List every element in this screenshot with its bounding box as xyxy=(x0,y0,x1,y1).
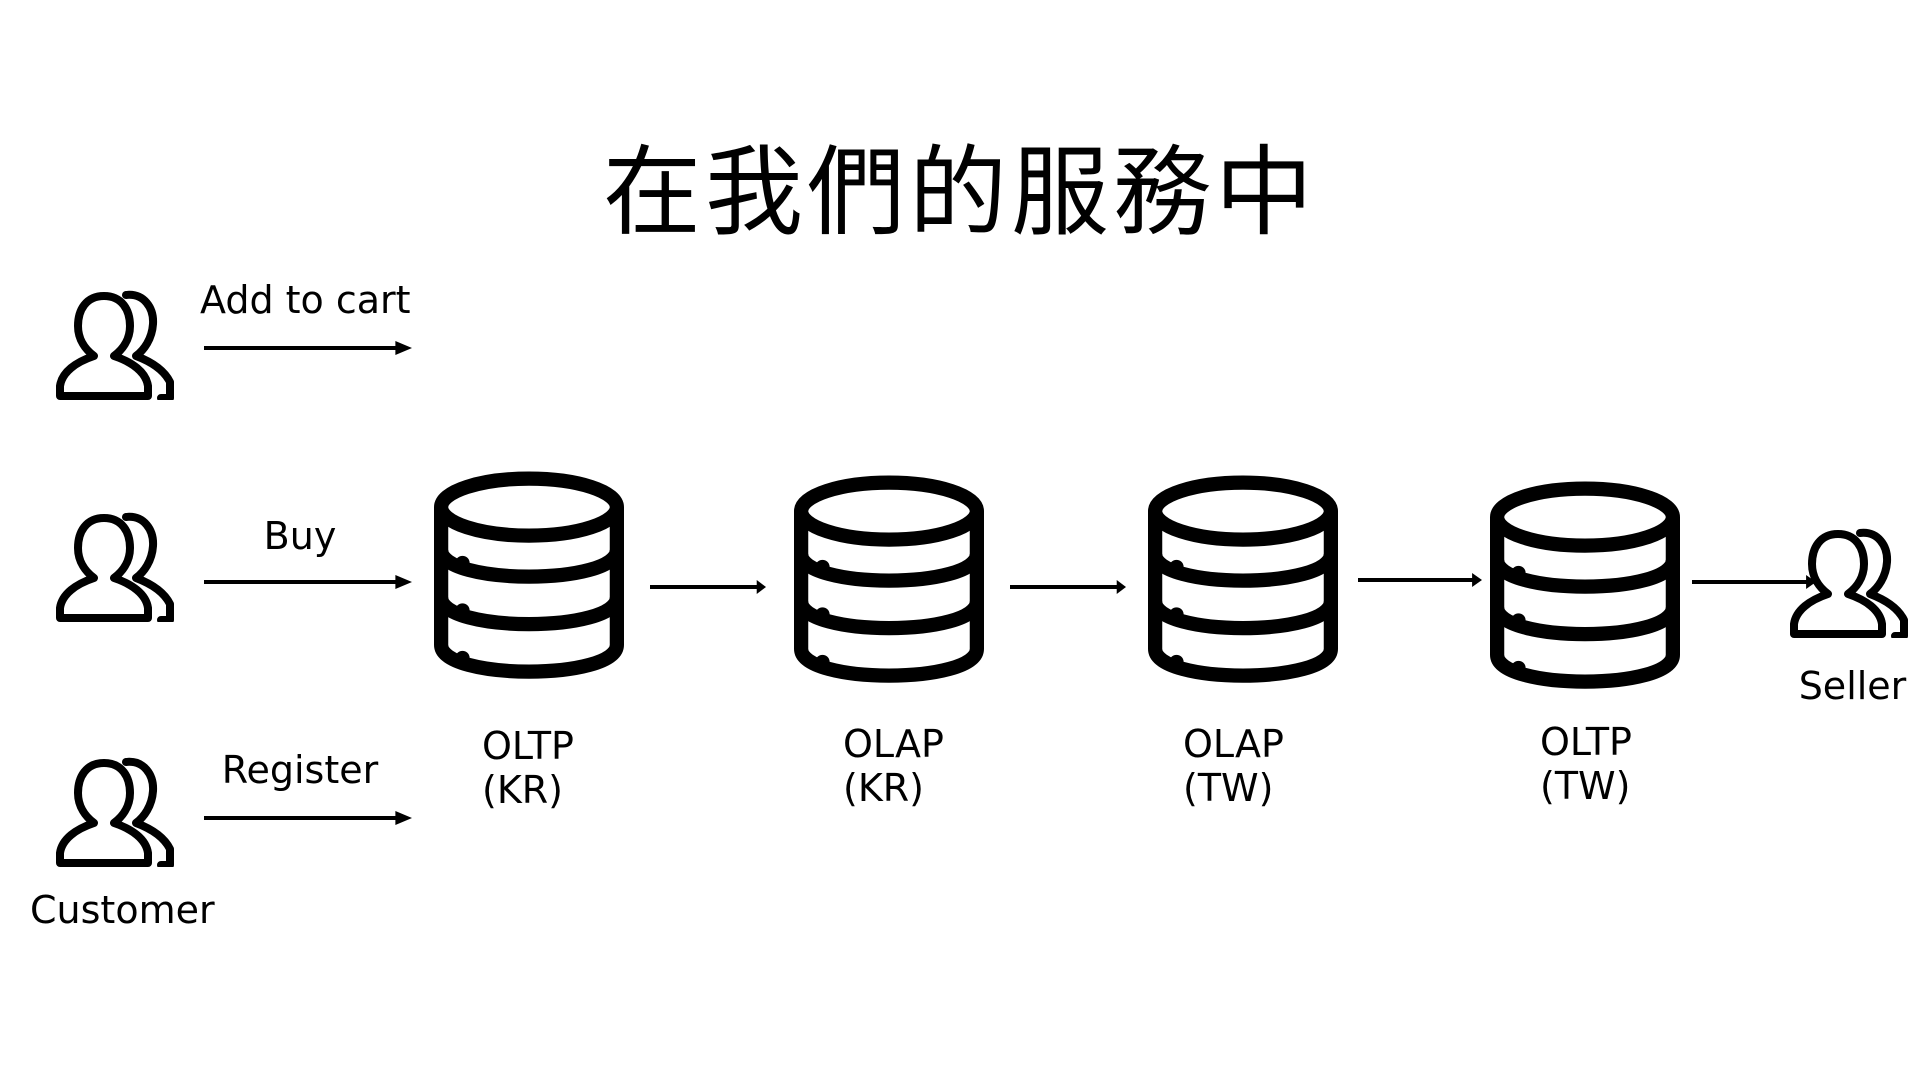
arrow-right-icon xyxy=(1010,577,1126,597)
database-label-line2: (TW) xyxy=(1183,766,1274,810)
arrow-right-icon xyxy=(650,577,766,597)
database-label-line1: OLTP xyxy=(1540,720,1632,764)
database-label-line2: (KR) xyxy=(482,768,563,812)
arrow-right-icon xyxy=(204,572,412,592)
arrow-right-icon xyxy=(204,808,412,828)
database-icon xyxy=(1490,480,1680,692)
database-icon xyxy=(434,470,624,682)
action-label-register: Register xyxy=(221,748,379,792)
users-icon xyxy=(1790,528,1915,638)
seller-label: Seller xyxy=(1798,664,1907,708)
users-icon xyxy=(56,290,181,400)
arrow-right-icon xyxy=(1358,570,1482,590)
database-label-olap-kr: OLAP (KR) xyxy=(843,722,944,810)
action-label-add-to-cart: Add to cart xyxy=(200,278,411,322)
slide-title: 在我們的服務中 xyxy=(602,136,1317,250)
customer-label: Customer xyxy=(30,888,215,932)
database-icon xyxy=(1148,474,1338,686)
action-label-buy: Buy xyxy=(263,514,337,558)
database-label-oltp-tw: OLTP (TW) xyxy=(1540,720,1632,808)
database-label-oltp-kr: OLTP (KR) xyxy=(482,724,574,812)
database-label-line1: OLAP xyxy=(1183,722,1284,766)
database-label-line1: OLTP xyxy=(482,724,574,768)
users-icon xyxy=(56,512,181,622)
users-icon xyxy=(56,757,181,867)
database-icon xyxy=(794,474,984,686)
database-label-line2: (TW) xyxy=(1540,764,1631,808)
database-label-line1: OLAP xyxy=(843,722,944,766)
arrow-right-icon xyxy=(204,338,412,358)
database-label-line2: (KR) xyxy=(843,766,924,810)
database-label-olap-tw: OLAP (TW) xyxy=(1183,722,1284,810)
